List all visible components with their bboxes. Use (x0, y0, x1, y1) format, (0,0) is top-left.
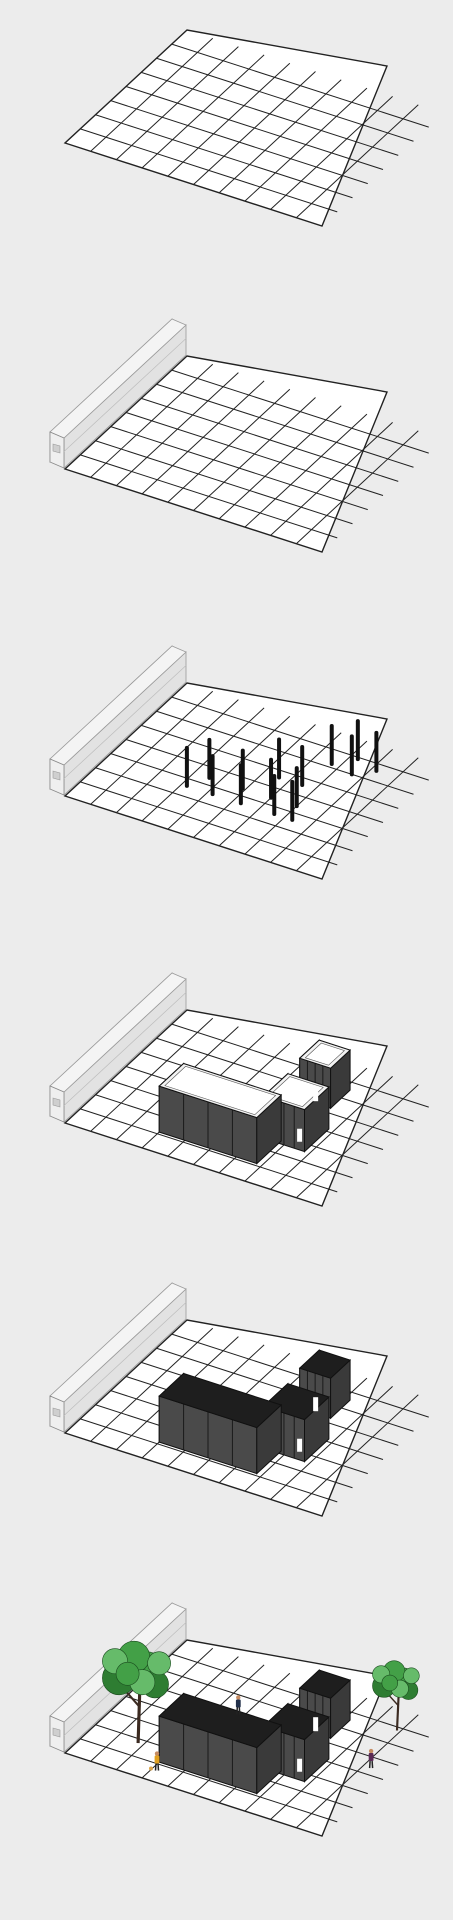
wall-window (52, 1407, 61, 1418)
person-b-leg (371, 1760, 374, 1769)
wall-detail-line (63, 665, 187, 779)
person-c-leg (154, 1763, 157, 1771)
grid-line (95, 767, 353, 852)
roofed-building-wing-door (297, 1438, 303, 1452)
grid-line (110, 100, 368, 185)
site-grid-plate (63, 29, 388, 227)
roofed-building-kiosk-door (313, 1717, 319, 1732)
tree-small-foliage (403, 1667, 420, 1684)
stage-boundary-wall (49, 318, 429, 553)
tree-small-foliage (381, 1674, 399, 1692)
tree-large-foliage (115, 1661, 140, 1686)
grid-line (156, 710, 414, 795)
grid-line (80, 128, 338, 213)
person-b-leg (368, 1760, 371, 1769)
dog (149, 1766, 153, 1771)
person-c-leg (157, 1763, 160, 1771)
grid-line (156, 383, 414, 468)
grid-line (156, 57, 414, 142)
grid-line (95, 440, 353, 525)
roofed-building-main-roof (158, 1692, 283, 1749)
stage-empty-site (63, 29, 429, 227)
grid-line (171, 369, 429, 454)
person-c-torso (154, 1755, 160, 1764)
open-building-main-interior (164, 1066, 277, 1116)
roofed-building-kiosk-roof (298, 1349, 352, 1379)
grid-line (95, 114, 353, 199)
roofed-building-kiosk-door (313, 1397, 319, 1412)
grid-line (80, 1738, 338, 1823)
grid-line (80, 781, 338, 866)
grid-line (171, 696, 429, 781)
grid-line (80, 1418, 338, 1503)
roofed-building-wing-door (297, 1758, 303, 1772)
site-grid-plate (63, 355, 388, 553)
person-b-torso (368, 1753, 374, 1762)
person-a-head (236, 1695, 241, 1700)
stage-enclosing-walls (49, 972, 429, 1207)
stage-roofed-building (49, 1282, 429, 1517)
person-c-head (154, 1751, 160, 1756)
wall-detail-line (63, 338, 187, 452)
wall-detail-line (63, 992, 187, 1106)
person-b-head (368, 1748, 374, 1754)
person-a-leg (236, 1707, 239, 1715)
stage-landscaped-site (49, 1602, 429, 1837)
person-a-torso (235, 1699, 241, 1708)
wall-window (52, 443, 61, 454)
roofed-building-main-roof (158, 1372, 283, 1429)
grid-line (125, 739, 384, 823)
wall-window (52, 770, 61, 781)
grid-line (125, 86, 384, 170)
grid-line (80, 1108, 338, 1193)
grid-line (80, 454, 338, 539)
grid-line (141, 71, 399, 156)
grid-line (110, 426, 368, 511)
grid-line (141, 397, 399, 482)
wall-detail-line (63, 1302, 187, 1416)
person-a-leg (238, 1707, 241, 1715)
roofed-building-kiosk-roof (298, 1669, 352, 1699)
open-building-wing-interior (268, 1076, 324, 1107)
site-grid-plate (63, 682, 388, 880)
wall-window (52, 1727, 61, 1738)
tree-large-foliage (147, 1651, 171, 1676)
grid-line (171, 43, 429, 128)
open-building-kiosk-interior (304, 1042, 345, 1066)
open-building-kiosk-door (313, 1087, 319, 1102)
grid-line (125, 412, 384, 496)
stage-structural-columns (49, 645, 429, 880)
wall-window (52, 1097, 61, 1108)
open-building-wing-door (297, 1128, 303, 1142)
